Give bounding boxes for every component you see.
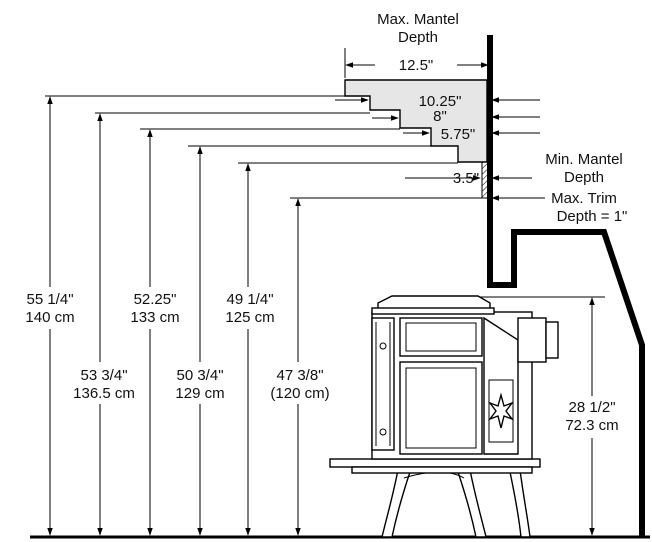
- max-mantel-depth-label-line2: Depth: [398, 29, 438, 46]
- clearance-6-metric: (120 cm): [270, 385, 329, 402]
- clearance-2-imperial: 53 3/4": [80, 367, 127, 384]
- clearance-4-metric: 129 cm: [175, 385, 224, 402]
- clearance-4-imperial: 50 3/4": [176, 367, 223, 384]
- wood-stove: [329, 295, 559, 538]
- mantel-step-3-5: 3.5": [453, 170, 479, 187]
- mantel-profile: [344, 79, 488, 163]
- mantel-step-10-25: 10.25": [419, 93, 462, 110]
- max-trim-depth-label-line2: Depth = 1": [557, 208, 628, 225]
- clearance-3-imperial: 52.25": [134, 291, 177, 308]
- max-mantel-depth-label-line1: Max. Mantel: [377, 11, 459, 28]
- mantel-step-8: 8": [433, 108, 447, 125]
- stove-top-height-metric: 72.3 cm: [565, 417, 618, 434]
- clearance-6-imperial: 47 3/8": [276, 367, 323, 384]
- wall-outline: [487, 35, 645, 537]
- clearance-5-imperial: 49 1/4": [226, 291, 273, 308]
- max-mantel-depth-value: 12.5": [399, 57, 434, 74]
- clearance-2-metric: 136.5 cm: [73, 385, 135, 402]
- clearance-3-metric: 133 cm: [130, 309, 179, 326]
- trim-strip: [481, 161, 489, 199]
- min-mantel-depth-label-line1: Min. Mantel: [545, 151, 623, 168]
- stove-top-height-imperial: 28 1/2": [568, 399, 615, 416]
- min-mantel-depth-label-line2: Depth: [564, 169, 604, 186]
- mantel-step-5-75: 5.75": [441, 126, 476, 143]
- clearance-1-metric: 140 cm: [25, 309, 74, 326]
- max-trim-depth-label-line1: Max. Trim: [551, 190, 617, 207]
- clearance-1-imperial: 55 1/4": [26, 291, 73, 308]
- clearance-5-metric: 125 cm: [225, 309, 274, 326]
